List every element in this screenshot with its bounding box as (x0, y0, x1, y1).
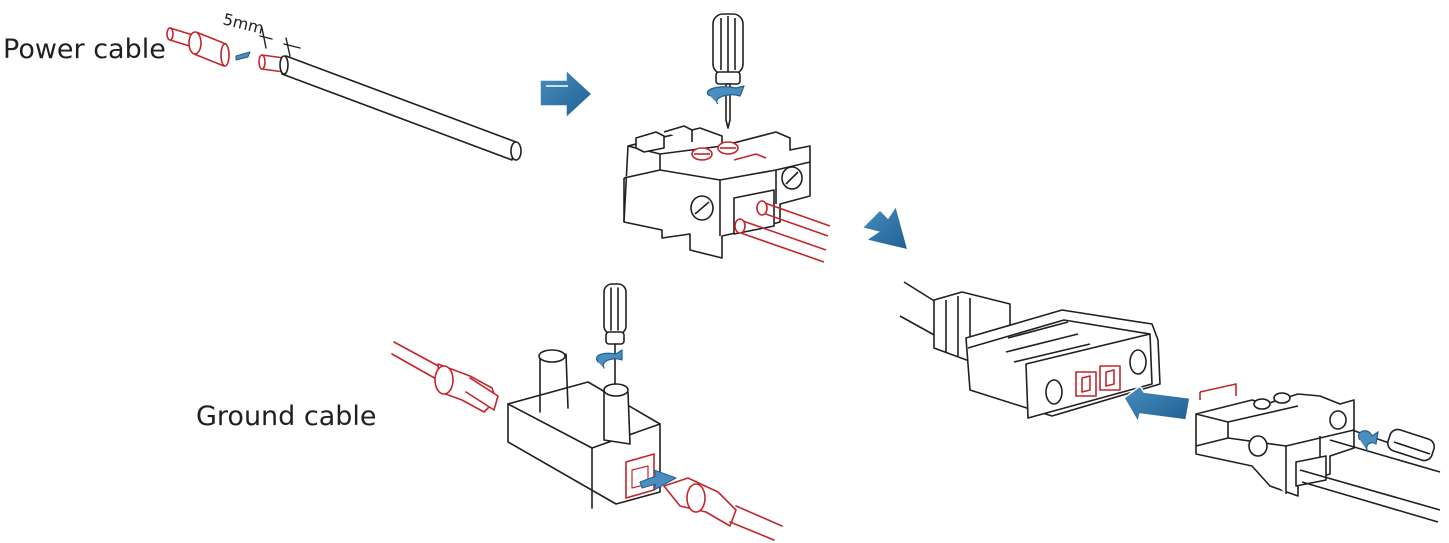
ferrule-icon (166, 27, 230, 67)
ground-cable-illustration (391, 283, 783, 541)
power-cable-illustration: 5mm (166, 9, 522, 161)
terminal-block-small (1195, 383, 1441, 523)
step-arrow-down-right-icon (860, 204, 910, 252)
insert-arrow-icon (639, 469, 677, 491)
dimension-marks (259, 27, 301, 57)
rotate-arrow-icon (596, 349, 623, 369)
rotate-arrow-icon (1358, 430, 1379, 453)
device-connector-illustration (899, 281, 1161, 419)
power-cable-label: Power cable (3, 34, 166, 65)
terminal-block-top (623, 13, 831, 263)
step-arrow-right-icon (539, 68, 594, 120)
insert-arrow-icon (1123, 384, 1191, 424)
rotate-arrow-icon (706, 85, 745, 105)
ground-cable-label: Ground cable (196, 401, 377, 432)
strip-length-label: 5mm (221, 9, 266, 37)
stripped-conductor-icon (258, 54, 285, 73)
cable-jacket (279, 55, 522, 161)
insert-arrow-small-icon (235, 51, 251, 61)
screwdriver-icon (712, 13, 744, 129)
